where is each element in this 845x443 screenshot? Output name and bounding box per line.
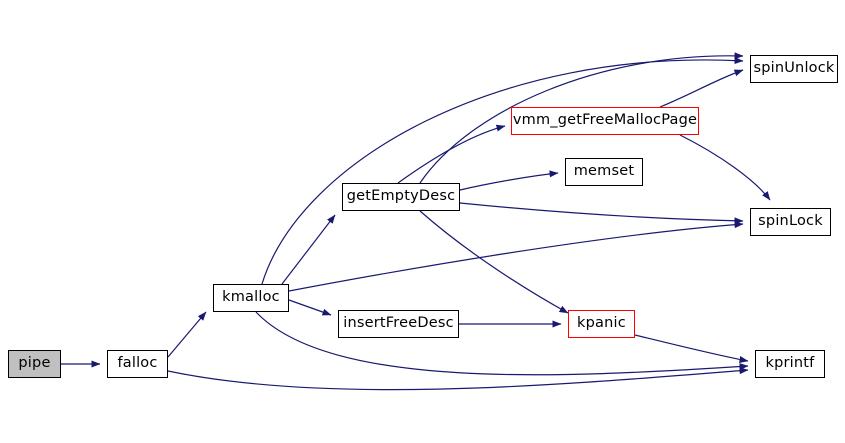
call-edge-vmm_getFreeMallocPage-to-spinLock: [679, 134, 771, 201]
call-edge-vmm_getFreeMallocPage-to-spinUnlock: [659, 69, 744, 108]
graph-node-label: kpanic: [577, 315, 626, 332]
graph-node-label: spinUnlock: [753, 60, 835, 77]
call-edge-kmalloc-to-spinLock: [288, 221, 744, 292]
graph-node-memset[interactable]: memset: [565, 158, 643, 186]
call-edge-getEmptyDesc-to-memset: [459, 170, 559, 191]
graph-node-getEmptyDesc[interactable]: getEmptyDesc: [342, 183, 460, 211]
graph-node-label: falloc: [117, 355, 158, 372]
graph-node-label: getEmptyDesc: [346, 188, 456, 205]
graph-node-kprintf[interactable]: kprintf: [755, 350, 825, 378]
graph-node-falloc[interactable]: falloc: [107, 350, 168, 378]
graph-node-vmm_getFreeMallocPage[interactable]: vmm_getFreeMallocPage: [511, 107, 699, 135]
graph-node-pipe[interactable]: pipe: [8, 350, 61, 378]
graph-node-kpanic[interactable]: kpanic: [568, 310, 635, 338]
graph-node-label: pipe: [18, 355, 51, 372]
call-edge-getEmptyDesc-to-vmm_getFreeMallocPage: [397, 124, 506, 184]
graph-node-label: kprintf: [765, 355, 815, 372]
call-edge-kmalloc-to-getEmptyDesc: [281, 214, 336, 285]
call-edge-kmalloc-to-spinUnlock: [261, 57, 744, 285]
graph-node-label: memset: [573, 163, 635, 180]
call-edge-kpanic-to-kprintf: [634, 334, 749, 363]
graph-node-label: insertFreeDesc: [343, 315, 454, 332]
graph-node-kmalloc[interactable]: kmalloc: [213, 284, 289, 312]
call-edge-falloc-to-kmalloc: [167, 311, 207, 358]
graph-node-label: spinLock: [758, 213, 823, 230]
graph-node-spinUnlock[interactable]: spinUnlock: [750, 55, 838, 83]
call-edge-getEmptyDesc-to-kpanic: [419, 210, 569, 314]
call-edge-kmalloc-to-kprintf: [255, 311, 749, 376]
graph-node-label: vmm_getFreeMallocPage: [512, 112, 698, 129]
call-edge-getEmptyDesc-to-spinLock: [459, 202, 744, 225]
graph-node-label: kmalloc: [222, 289, 280, 306]
graph-node-spinLock[interactable]: spinLock: [750, 208, 831, 236]
graph-node-insertFreeDesc[interactable]: insertFreeDesc: [338, 310, 459, 338]
call-edge-getEmptyDesc-to-spinUnlock: [419, 52, 744, 184]
call-edge-kmalloc-to-insertFreeDesc: [288, 299, 332, 316]
call-edge-falloc-to-kprintf: [167, 367, 749, 391]
